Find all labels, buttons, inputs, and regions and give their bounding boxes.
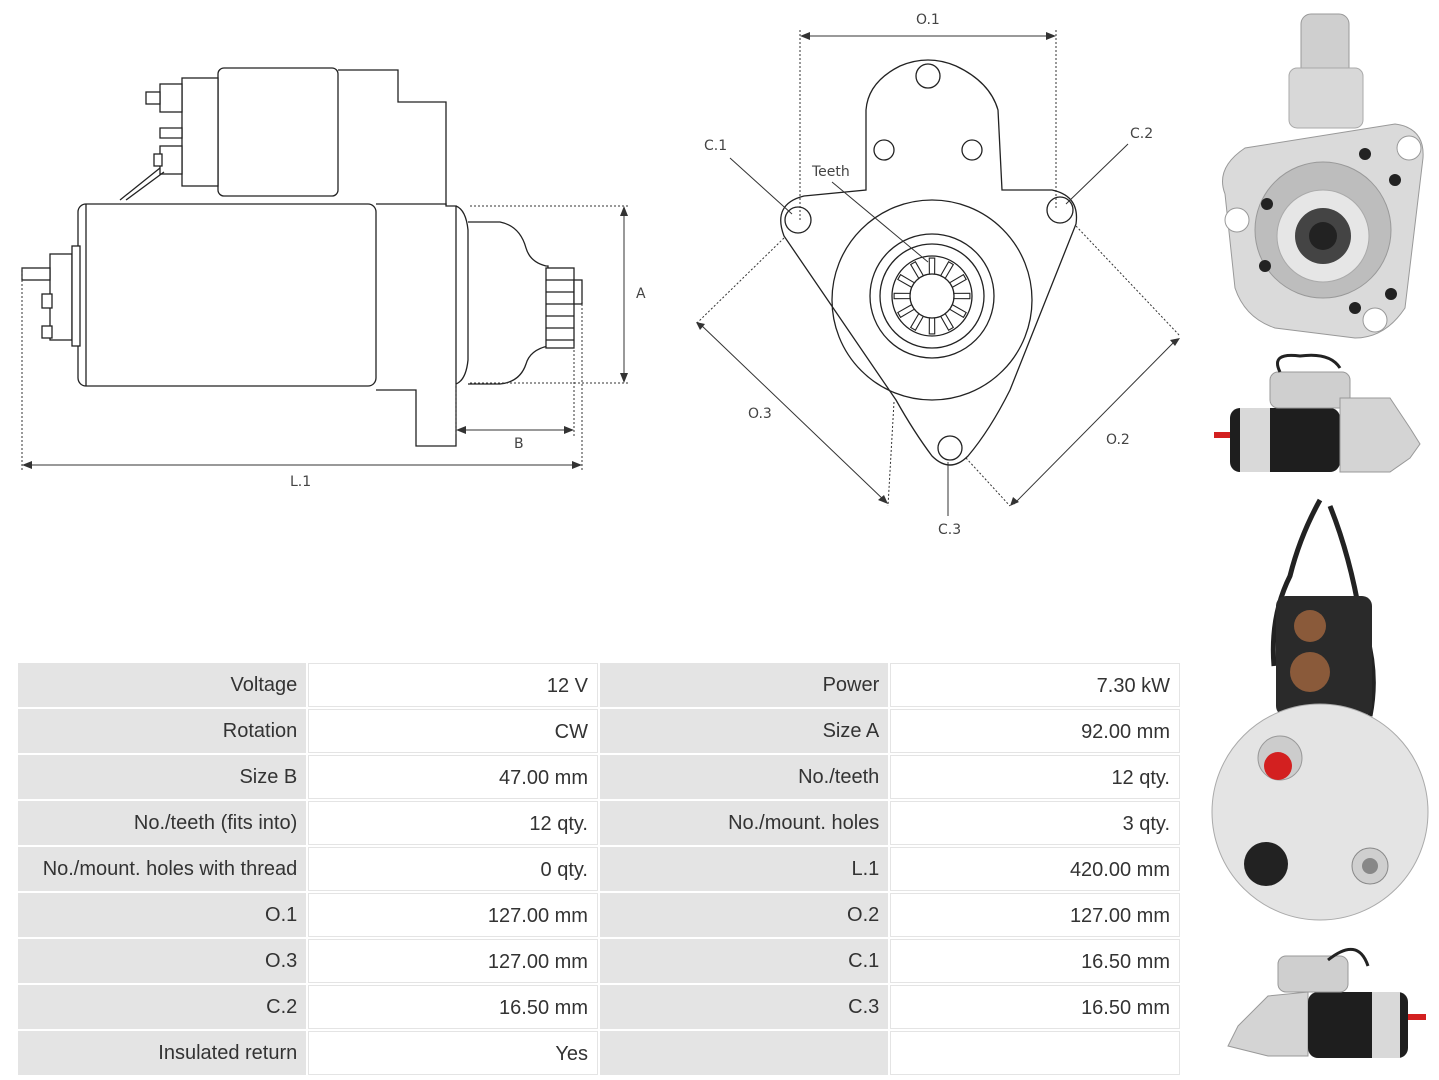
product-photo-side-2 <box>1227 948 1426 1058</box>
spec-label: Voltage <box>18 663 307 707</box>
gear-tooth <box>897 304 915 319</box>
spec-value: 420.00 mm <box>890 847 1180 891</box>
gear-tooth <box>949 304 967 319</box>
gear-tooth <box>893 292 911 300</box>
spec-label: O.2 <box>599 893 889 937</box>
pinion-teeth <box>893 257 971 335</box>
label-teeth: Teeth <box>811 164 850 180</box>
spec-value: 16.50 mm <box>890 939 1180 983</box>
pinion <box>545 267 575 349</box>
mount-hole-c1 <box>784 206 812 234</box>
label-o1: O.1 <box>916 12 940 28</box>
label-o3: O.3 <box>748 406 772 422</box>
spec-value: 127.00 mm <box>308 939 598 983</box>
gear-tooth <box>940 313 955 331</box>
gear-tooth <box>897 273 915 288</box>
mount-hole-c3 <box>937 435 963 461</box>
product-photo-rear <box>1211 498 1429 921</box>
product-photo-front <box>1222 13 1424 339</box>
spec-label: Power <box>599 663 889 707</box>
label-c3: C.3 <box>938 522 961 538</box>
spec-label: O.3 <box>18 939 307 983</box>
spec-value: 0 qty. <box>308 847 598 891</box>
spec-label: C.3 <box>599 985 889 1029</box>
label-c1: C.1 <box>704 138 727 154</box>
spec-label: No./teeth (fits into) <box>18 801 307 845</box>
spec-value: 92.00 mm <box>890 709 1180 753</box>
spec-label: No./mount. holes with thread <box>18 847 307 891</box>
mount-hole-c2 <box>1046 196 1074 224</box>
spec-value: 3 qty. <box>890 801 1180 845</box>
spec-value <box>890 1031 1180 1075</box>
gear-tooth <box>953 292 971 300</box>
spec-label: No./teeth <box>599 755 889 799</box>
spec-value: Yes <box>308 1031 598 1075</box>
spec-value: 16.50 mm <box>308 985 598 1029</box>
spec-value: 16.50 mm <box>890 985 1180 1029</box>
spec-value: 12 V <box>308 663 598 707</box>
gear-tooth <box>928 317 936 335</box>
gear-tooth <box>949 273 967 288</box>
spec-label: Rotation <box>18 709 307 753</box>
spec-label: C.1 <box>599 939 889 983</box>
spec-label: Size A <box>599 709 889 753</box>
side-view-drawing: A B L.1 <box>21 67 646 490</box>
spec-label: C.2 <box>18 985 307 1029</box>
spec-value: 12 qty. <box>308 801 598 845</box>
spec-value: 127.00 mm <box>308 893 598 937</box>
product-photo-side-1 <box>1214 353 1421 473</box>
spec-value: CW <box>308 709 598 753</box>
spec-label: No./mount. holes <box>599 801 889 845</box>
solenoid-body <box>217 67 339 197</box>
spec-value: 7.30 kW <box>890 663 1180 707</box>
spec-label: O.1 <box>18 893 307 937</box>
spec-row: No./teeth (fits into)12 qty.No./mount. h… <box>18 801 1180 845</box>
spec-value: 47.00 mm <box>308 755 598 799</box>
spec-value: 127.00 mm <box>890 893 1180 937</box>
label-size-b: B <box>514 436 524 452</box>
spec-label: Size B <box>18 755 307 799</box>
spec-label: L.1 <box>599 847 889 891</box>
gear-tooth <box>909 261 924 279</box>
spec-label <box>599 1031 889 1075</box>
label-o2: O.2 <box>1106 432 1130 448</box>
label-c2: C.2 <box>1130 126 1153 142</box>
gear-tooth <box>928 257 936 275</box>
spec-label: Insulated return <box>18 1031 307 1075</box>
mounting-flange <box>780 59 1078 466</box>
gear-tooth <box>940 261 955 279</box>
label-length-l1: L.1 <box>290 474 311 490</box>
label-size-a: A <box>636 286 646 302</box>
gear-tooth <box>909 313 924 331</box>
front-view-drawing: O.1 O.2 O.3 C.1 C.2 C.3 Teeth <box>695 12 1181 538</box>
spec-value: 12 qty. <box>890 755 1180 799</box>
motor-body <box>77 203 377 387</box>
